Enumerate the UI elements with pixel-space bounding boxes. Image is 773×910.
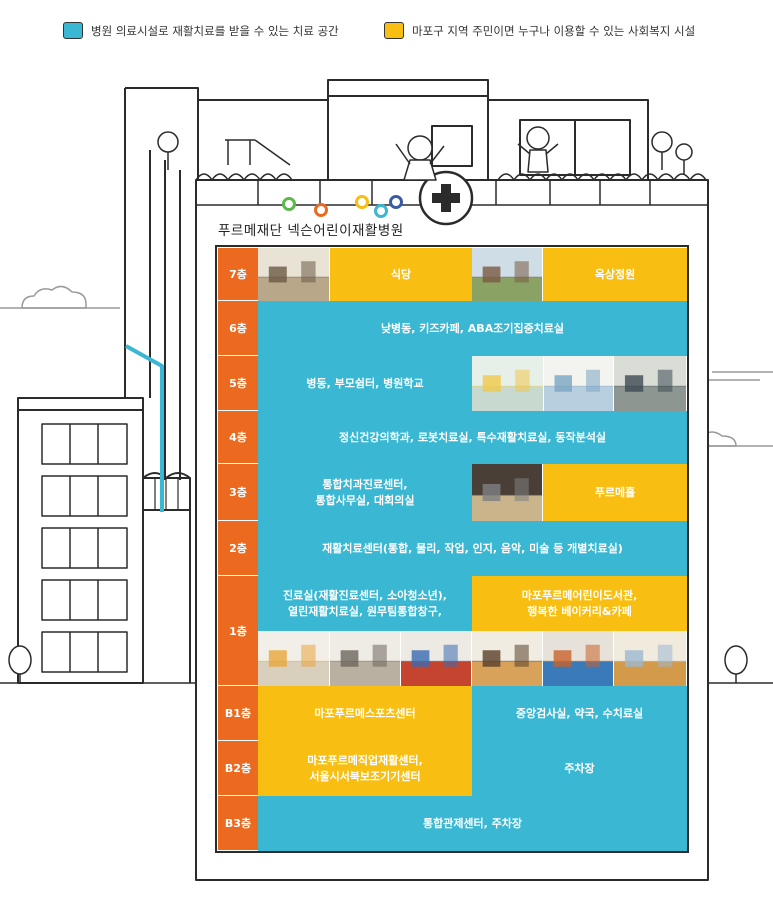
facility-label: 마포푸르메어린이도서관, 행복한 베이커리&카페	[521, 588, 638, 618]
building-title: 푸르메재단 넥슨어린이재활병원	[218, 223, 404, 239]
library-photo-1	[472, 631, 543, 686]
welfare-facility-cell: 옥상정원	[543, 248, 687, 301]
welfare-facility-cell: 마포푸르메스포츠센터	[258, 686, 472, 741]
floor-label: 6층	[218, 301, 258, 356]
medical-facility-cell: 주차장	[472, 741, 687, 796]
tree-icon	[8, 645, 748, 683]
tree-icon	[157, 131, 693, 174]
child-figure-icon	[395, 135, 445, 181]
facility-label: 마포푸르메스포츠센터	[314, 706, 416, 720]
welfare-facility-cell: 마포푸르메어린이도서관, 행복한 베이커리&카페	[472, 576, 687, 631]
facility-label: 주차장	[564, 761, 595, 775]
facility-label: 정신건강의학과, 로봇치료실, 특수재활치료실, 동작분석실	[339, 430, 606, 444]
medical-facility-cell: 통합관제센터, 주차장	[258, 796, 687, 851]
floor-label: 1층	[218, 576, 258, 686]
clinic-photo-2	[330, 631, 401, 686]
facility-label: 식당	[390, 267, 412, 281]
welfare-facility-cell: 마포푸르메직업재활센터, 서울시서북보조기기센터	[258, 741, 472, 796]
welfare-facility-cell: 식당	[330, 248, 472, 301]
floor-label: 2층	[218, 521, 258, 576]
legend-swatch-welfare	[384, 22, 404, 39]
floor-label: B3층	[218, 796, 258, 851]
facility-label: 재활치료센터(통합, 물리, 작업, 인지, 음악, 미술 등 개별치료실)	[322, 541, 623, 555]
floor-label: 3층	[218, 464, 258, 521]
child-figure-icon	[517, 126, 559, 173]
cloud-icon	[0, 285, 120, 309]
facility-label: 통합치과진료센터, 통합사무실, 대회의실	[315, 477, 415, 507]
facility-label: 진료실(재활진료센터, 소아청소년), 열린재활치료실, 원무팀통합창구,	[283, 588, 447, 618]
legend-label-welfare: 마포구 지역 주민이면 누구나 이용할 수 있는 사회복지 시설	[412, 23, 696, 38]
medical-facility-cell: 정신건강의학과, 로봇치료실, 특수재활치료실, 동작분석실	[258, 411, 687, 464]
legend-welfare: 마포구 지역 주민이면 누구나 이용할 수 있는 사회복지 시설	[384, 22, 695, 39]
legend-medical: 병원 의료시설로 재활치료를 받을 수 있는 치료 공간	[63, 22, 339, 39]
medical-facility-cell: 병동, 부모쉼터, 병원학교	[258, 356, 472, 411]
floor-label: B2층	[218, 741, 258, 796]
facility-label: 푸르메홀	[594, 485, 636, 499]
floor-label: 4층	[218, 411, 258, 464]
clinic-photo-3	[401, 631, 472, 686]
facility-label: 중앙검사실, 약국, 수치료실	[515, 706, 644, 720]
parents-lounge-photo	[614, 356, 687, 411]
clinic-photo-1	[258, 631, 330, 686]
floor-label: 7층	[218, 248, 258, 301]
floor-label: B1층	[218, 686, 258, 741]
ward-hallway-photo	[472, 356, 544, 411]
floor-label: 5층	[218, 356, 258, 411]
auditorium-photo	[472, 464, 543, 521]
ward-room-photo	[544, 356, 614, 411]
facility-label: 통합관제센터, 주차장	[422, 816, 523, 830]
medical-facility-cell: 중앙검사실, 약국, 수치료실	[472, 686, 687, 741]
library-photo-2	[543, 631, 614, 686]
medical-facility-cell: 통합치과진료센터, 통합사무실, 대회의실	[258, 464, 472, 521]
facility-label: 마포푸르메직업재활센터, 서울시서북보조기기센터	[307, 753, 423, 783]
legend-swatch-medical	[63, 22, 83, 39]
medical-facility-cell: 진료실(재활진료센터, 소아청소년), 열린재활치료실, 원무팀통합창구,	[258, 576, 472, 631]
library-photo-3	[614, 631, 687, 686]
welfare-facility-cell: 푸르메홀	[543, 464, 687, 521]
medical-facility-cell: 재활치료센터(통합, 물리, 작업, 인지, 음악, 미술 등 개별치료실)	[258, 521, 687, 576]
facility-label: 병동, 부모쉼터, 병원학교	[306, 376, 424, 390]
medical-facility-cell: 낮병동, 키즈카페, ABA조기집중치료실	[258, 301, 687, 356]
legend-label-medical: 병원 의료시설로 재활치료를 받을 수 있는 치료 공간	[91, 23, 339, 38]
facility-label: 옥상정원	[594, 267, 636, 281]
cafeteria-photo	[258, 248, 330, 301]
facility-label: 낮병동, 키즈카페, ABA조기집중치료실	[380, 321, 565, 335]
rooftop-garden-photo	[472, 248, 543, 301]
